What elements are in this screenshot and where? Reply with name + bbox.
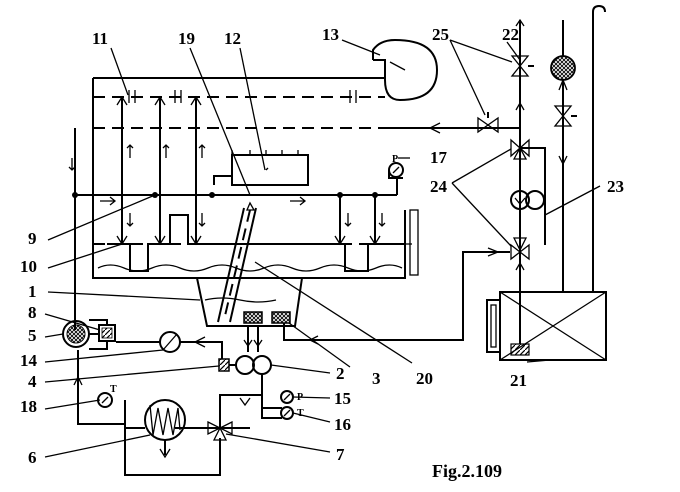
label-9: 9	[28, 229, 37, 248]
label-15: 15	[334, 389, 351, 408]
gauge-marks: P T P T	[110, 154, 398, 419]
label-3: 3	[372, 369, 381, 388]
blower	[372, 38, 439, 102]
label-4: 4	[28, 372, 37, 391]
label-19: 19	[178, 29, 195, 48]
control-unit	[213, 150, 309, 186]
leader-lines	[44, 39, 601, 458]
gauge-17-mark: P	[392, 154, 398, 165]
probe	[217, 201, 257, 323]
label-7: 7	[336, 445, 345, 464]
right-system	[475, 4, 607, 361]
vapor-duct	[385, 122, 475, 134]
pressure-sensor	[388, 162, 404, 179]
label-6: 6	[28, 448, 37, 467]
label-25: 25	[432, 25, 449, 44]
figure-caption: Fig.2.109	[432, 461, 502, 481]
label-11: 11	[92, 29, 108, 48]
lower-circuit	[73, 247, 510, 476]
callout-labels: 1 2 3 4 5 6 7 8 9 10 11 12 13 14 15 16 1…	[20, 25, 624, 467]
heaters	[243, 311, 291, 324]
label-16: 16	[334, 415, 351, 434]
label-23: 23	[607, 177, 624, 196]
label-18: 18	[20, 397, 37, 416]
label-21: 21	[510, 371, 527, 390]
label-20: 20	[416, 369, 433, 388]
main-tank	[92, 59, 419, 327]
left-units	[62, 319, 125, 350]
label-2: 2	[336, 364, 345, 383]
label-14: 14	[20, 351, 38, 370]
gauge-18-mark: T	[110, 384, 117, 395]
label-10: 10	[20, 257, 37, 276]
label-13: 13	[322, 25, 339, 44]
label-1: 1	[28, 282, 37, 301]
gauge-15-mark: P	[297, 392, 303, 403]
label-17: 17	[430, 148, 448, 167]
label-8: 8	[28, 303, 37, 322]
label-12: 12	[224, 29, 241, 48]
label-24: 24	[430, 177, 448, 196]
label-5: 5	[28, 326, 37, 345]
gauge-16-mark: T	[297, 408, 304, 419]
rod-assembly	[93, 90, 500, 246]
label-22: 22	[502, 25, 519, 44]
